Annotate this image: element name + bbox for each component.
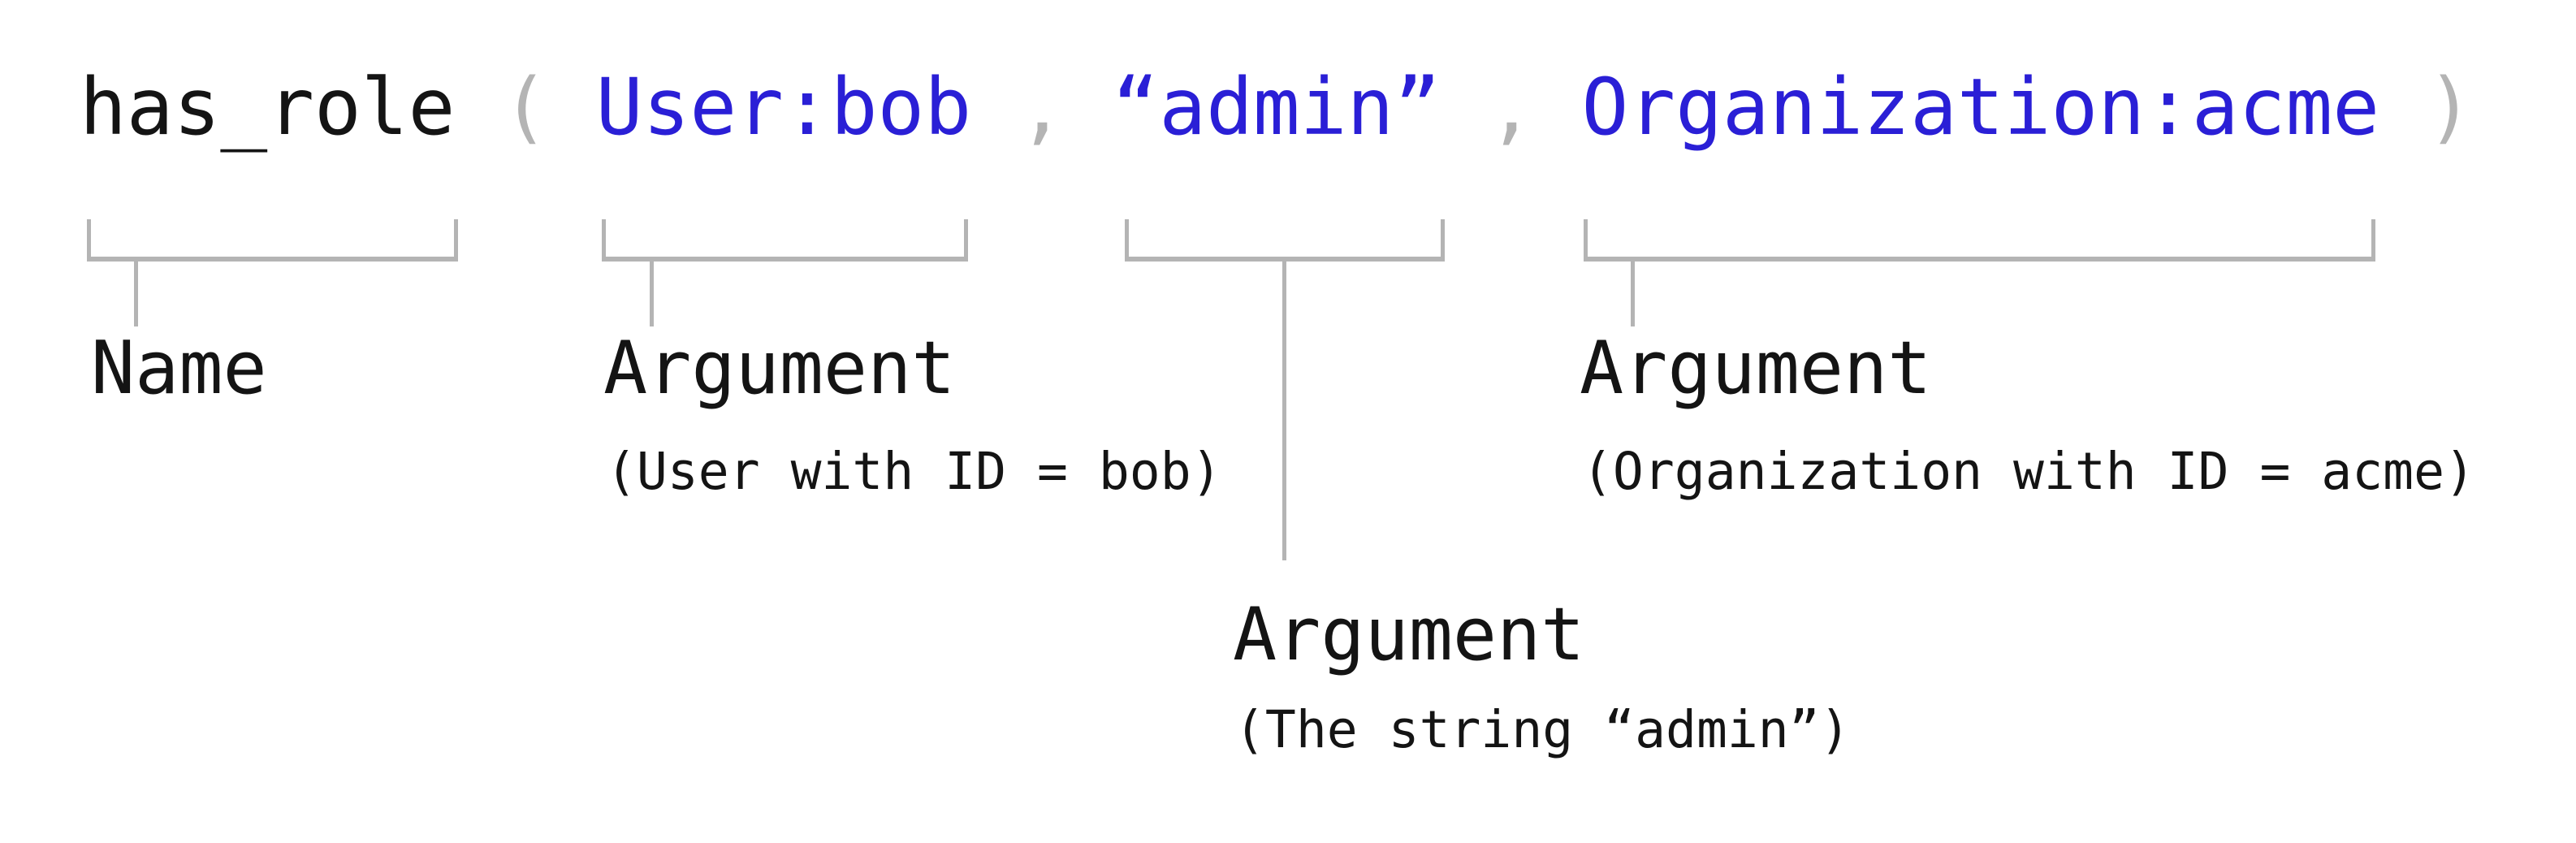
arg3-bracket-bar <box>1584 257 2375 262</box>
arg1-bracket-bar <box>602 257 968 262</box>
comma-1: , <box>1018 62 1065 153</box>
arg3-bracket-stem <box>1631 262 1635 326</box>
comma-2: , <box>1487 62 1535 153</box>
argument-organization: Organization:acme <box>1581 62 2380 153</box>
open-paren: ( <box>502 62 549 153</box>
code-expression: has_role ( User:bob , “admin” , Organiza… <box>80 68 2474 146</box>
argument-role-string: “admin” <box>1112 62 1441 153</box>
name-bracket-bar <box>87 257 458 262</box>
function-name: has_role <box>80 62 456 153</box>
name-bracket-tick-right <box>454 219 458 262</box>
arg3-detail: (Organization with ID = acme) <box>1582 442 2475 501</box>
arg2-bracket-bar <box>1125 257 1445 262</box>
arg2-bracket-stem <box>1282 262 1286 560</box>
close-paren: ) <box>2426 62 2474 153</box>
name-bracket-tick-left <box>87 219 91 262</box>
arg1-bracket-tick-right <box>964 219 968 262</box>
name-bracket-stem <box>134 262 138 326</box>
arg1-label: Argument <box>603 326 956 411</box>
arg1-detail: (User with ID = bob) <box>606 442 1222 501</box>
arg3-label: Argument <box>1580 326 1932 411</box>
arg3-bracket-tick-right <box>2371 219 2375 262</box>
arg2-detail: (The string “admin”) <box>1234 700 1851 759</box>
arg3-bracket-tick-left <box>1584 219 1588 262</box>
arg2-bracket-tick-right <box>1441 219 1445 262</box>
name-label: Name <box>91 326 267 411</box>
arg2-label: Argument <box>1233 592 1585 677</box>
arg1-bracket-tick-left <box>602 219 606 262</box>
argument-user: User:bob <box>595 62 972 153</box>
arg2-bracket-tick-left <box>1125 219 1129 262</box>
arg1-bracket-stem <box>650 262 654 326</box>
